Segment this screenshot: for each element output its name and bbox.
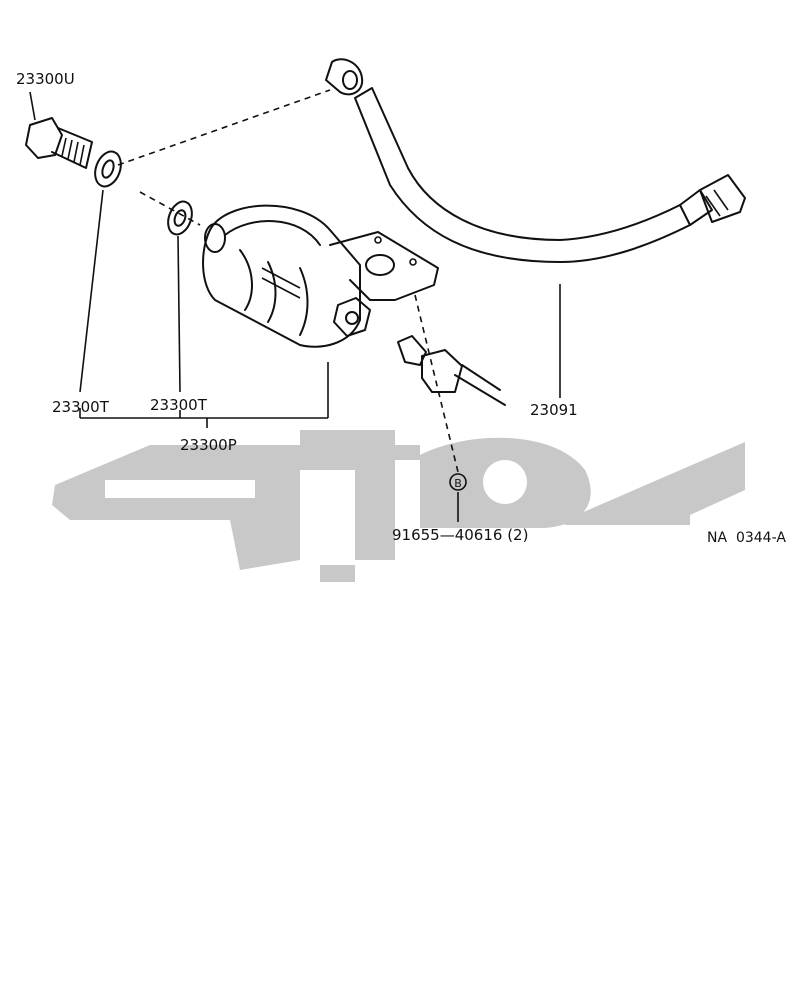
bolt-part (25, 117, 93, 169)
label-gasket-left: 23300T (52, 398, 110, 416)
diagram-code: NA 0344-A (707, 530, 786, 546)
label-union-bolt: 91655—40616 (2) (392, 526, 528, 544)
fuel-filter-part (202, 204, 439, 348)
leader-bolt (29, 91, 36, 121)
gasket-right-part (167, 200, 193, 236)
leader-gasket-left (79, 189, 104, 393)
alignment-line-bolt (414, 294, 459, 473)
label-filter-assy: 23300P (180, 436, 237, 454)
alignment-line-upper (117, 89, 331, 166)
watermark-logo (52, 430, 745, 582)
mark-letter: B (454, 477, 462, 490)
union-bolt-part (397, 335, 506, 406)
gasket-left-part (94, 150, 122, 188)
label-fuel-pipe: 23091 (530, 401, 578, 419)
label-gasket-right: 23300T (150, 396, 208, 414)
fuel-pipe-part (325, 58, 746, 263)
alignment-line-lower (139, 191, 201, 226)
assembly-bracket-line (79, 408, 328, 428)
mark-circle (449, 473, 467, 491)
label-bolt: 23300U (16, 70, 75, 88)
leader-gasket-right (177, 235, 181, 393)
